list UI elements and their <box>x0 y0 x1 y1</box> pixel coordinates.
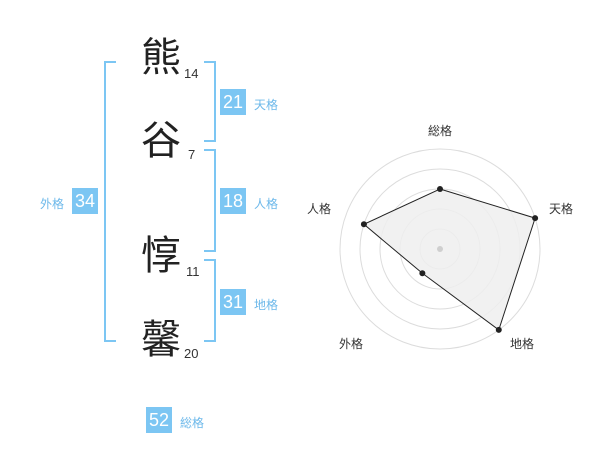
jinkaku-label: 人格 <box>254 197 279 211</box>
radar-point-3 <box>419 270 426 277</box>
tenkaku-label: 天格 <box>254 98 279 112</box>
soukaku-label: 総格 <box>180 416 205 430</box>
gaikaku-label: 外格 <box>40 197 65 211</box>
radar-axis-label-chikaku: 地格 <box>510 337 535 351</box>
stroke-count-1: 14 <box>184 66 199 81</box>
radar-polygon <box>362 188 536 331</box>
name-char-3: 惇 <box>141 233 181 279</box>
gaikaku-score: 34 <box>72 188 99 214</box>
name-char-2: 谷 <box>141 118 181 164</box>
name-char-1: 熊 <box>141 35 181 81</box>
radar-center-point <box>437 246 443 252</box>
tenkaku-score: 21 <box>220 89 247 115</box>
jinkaku-bracket <box>204 149 216 252</box>
gaikaku-bracket <box>104 61 116 342</box>
radar-axis-label-tenkaku: 天格 <box>549 202 574 216</box>
jinkaku-score: 18 <box>220 188 247 214</box>
chikaku-bracket <box>204 259 216 342</box>
radar-point-4 <box>360 221 367 228</box>
radar-point-1 <box>532 215 539 222</box>
chikaku-score: 31 <box>220 289 247 315</box>
radar-point-0 <box>437 186 443 192</box>
stroke-count-4: 20 <box>184 346 199 361</box>
radar-point-2 <box>495 326 502 333</box>
stroke-count-2: 7 <box>188 147 196 162</box>
radar-ring <box>339 148 541 350</box>
chikaku-label: 地格 <box>254 298 279 312</box>
soukaku-score: 52 <box>146 407 173 433</box>
radar-axis-label-soukaku: 総格 <box>428 124 453 138</box>
radar-axis-label-jinkaku: 人格 <box>307 202 332 216</box>
name-char-4: 馨 <box>141 317 181 363</box>
tenkaku-bracket <box>204 61 216 142</box>
radar-axis-label-gaikaku: 外格 <box>339 337 364 351</box>
stroke-count-3: 11 <box>186 264 200 279</box>
